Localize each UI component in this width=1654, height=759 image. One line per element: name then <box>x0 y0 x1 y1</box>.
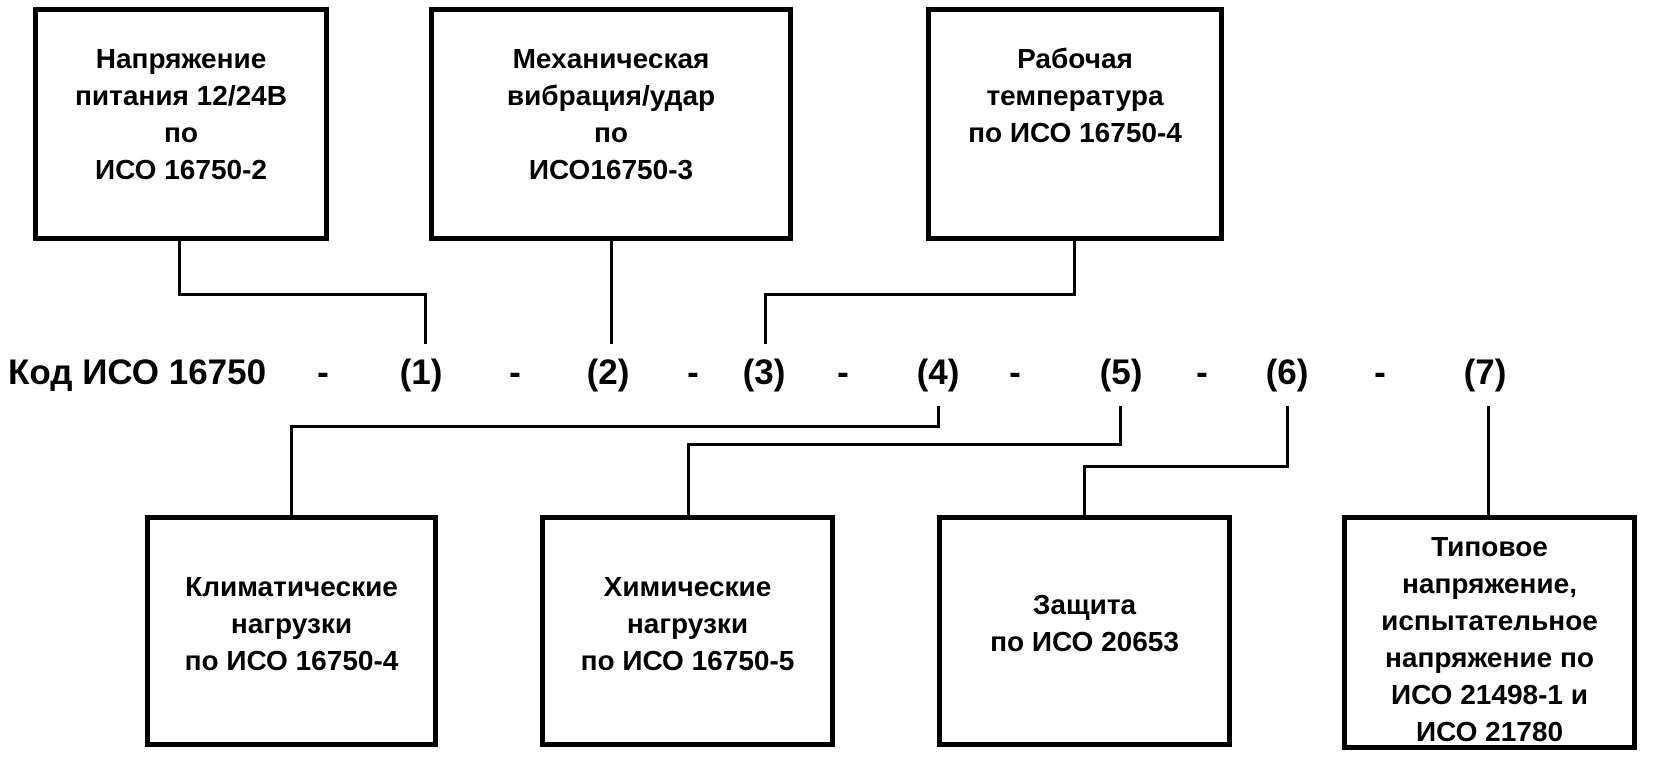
box-text-line: ИСО 16750-2 <box>95 154 267 185</box>
box-text-line: температура <box>986 80 1164 111</box>
box-text-line: напряжение по <box>1384 642 1594 673</box>
connector-1-horizontal <box>178 293 427 296</box>
code-label: Код ИСО 16750 <box>8 353 267 392</box>
connector-3-horizontal <box>764 293 1076 296</box>
box-text-line: нагрузки <box>230 608 353 639</box>
connector-6-vertical-to-box <box>1083 465 1086 515</box>
code-position-7: (7) <box>1463 353 1507 392</box>
code-position-2: (2) <box>586 353 630 392</box>
box-text-line: ИСО 21780 <box>1415 716 1564 747</box>
box-mechanical-vibration-shock: Механическая вибрация/удар по ИСО16750-3 <box>429 7 793 241</box>
box-text-line: вибрация/удар <box>506 80 716 111</box>
connector-2-vertical <box>610 240 613 344</box>
connector-7-vertical <box>1487 406 1490 515</box>
code-dash: - <box>317 353 329 392</box>
code-position-4: (4) <box>916 353 960 392</box>
connector-5-horizontal <box>687 443 1122 446</box>
box-text-line: Напряжение <box>95 43 267 74</box>
box-text-line: ИСО 21498-1 и <box>1391 679 1588 710</box>
box-text-line: питания 12/24В <box>75 80 287 111</box>
box-chemical-loads: Химические нагрузки по ИСО 16750-5 <box>540 515 835 747</box>
box-text-line: нагрузки <box>626 608 749 639</box>
box-supply-voltage: Напряжение питания 12/24В по ИСО 16750-2 <box>33 7 329 241</box>
connector-1-vertical-from-box <box>178 240 181 296</box>
box-typical-test-voltage: Типовое напряжение, испытательное напряж… <box>1342 515 1637 750</box>
box-text-line: по ИСО 16750-4 <box>184 645 399 676</box>
box-text-line: по ИСО 20653 <box>990 626 1179 657</box>
box-text-line: Химические <box>603 571 772 602</box>
box-text-line: ИСО16750-3 <box>528 154 694 185</box>
connector-3-vertical-to-code <box>764 293 767 344</box>
box-text-line: по <box>593 117 628 148</box>
box-text-line: по <box>163 117 198 148</box>
box-text-line: Климатические <box>185 571 398 602</box>
code-dash: - <box>1196 353 1208 392</box>
connector-6-vertical-from-code <box>1286 406 1289 468</box>
connector-6-horizontal <box>1083 465 1289 468</box>
connector-5-vertical-to-box <box>687 443 690 515</box>
box-text-line: Типовое <box>1431 531 1548 562</box>
connector-1-vertical-to-code <box>424 293 427 344</box>
connector-5-vertical-from-code <box>1119 406 1122 446</box>
code-dash: - <box>1374 353 1386 392</box>
box-text-line: по ИСО 16750-5 <box>580 645 795 676</box>
box-text-line: Защита <box>1032 589 1137 620</box>
code-position-3: (3) <box>742 353 786 392</box>
code-dash: - <box>837 353 849 392</box>
box-text-line: по ИСО 16750-4 <box>968 117 1182 148</box>
box-operating-temperature: Рабочая температура по ИСО 16750-4 <box>926 7 1224 241</box>
code-dash: - <box>1009 353 1021 392</box>
box-text-line: испытательное <box>1381 605 1598 636</box>
code-position-1: (1) <box>399 353 443 392</box>
code-position-5: (5) <box>1099 353 1143 392</box>
code-dash: - <box>687 353 699 392</box>
box-climatic-loads: Климатические нагрузки по ИСО 16750-4 <box>145 515 438 747</box>
code-position-6: (6) <box>1265 353 1309 392</box>
connector-4-horizontal <box>290 425 940 428</box>
code-dash: - <box>509 353 521 392</box>
box-protection: Защита по ИСО 20653 <box>937 515 1232 747</box>
connector-4-vertical-to-box <box>290 425 293 515</box>
connector-4-vertical-from-code <box>937 406 940 428</box>
box-text-line: напряжение, <box>1402 568 1577 599</box>
box-text-line: Рабочая <box>1017 43 1133 74</box>
box-text-line: Механическая <box>512 43 710 74</box>
connector-3-vertical-from-box <box>1073 240 1076 296</box>
